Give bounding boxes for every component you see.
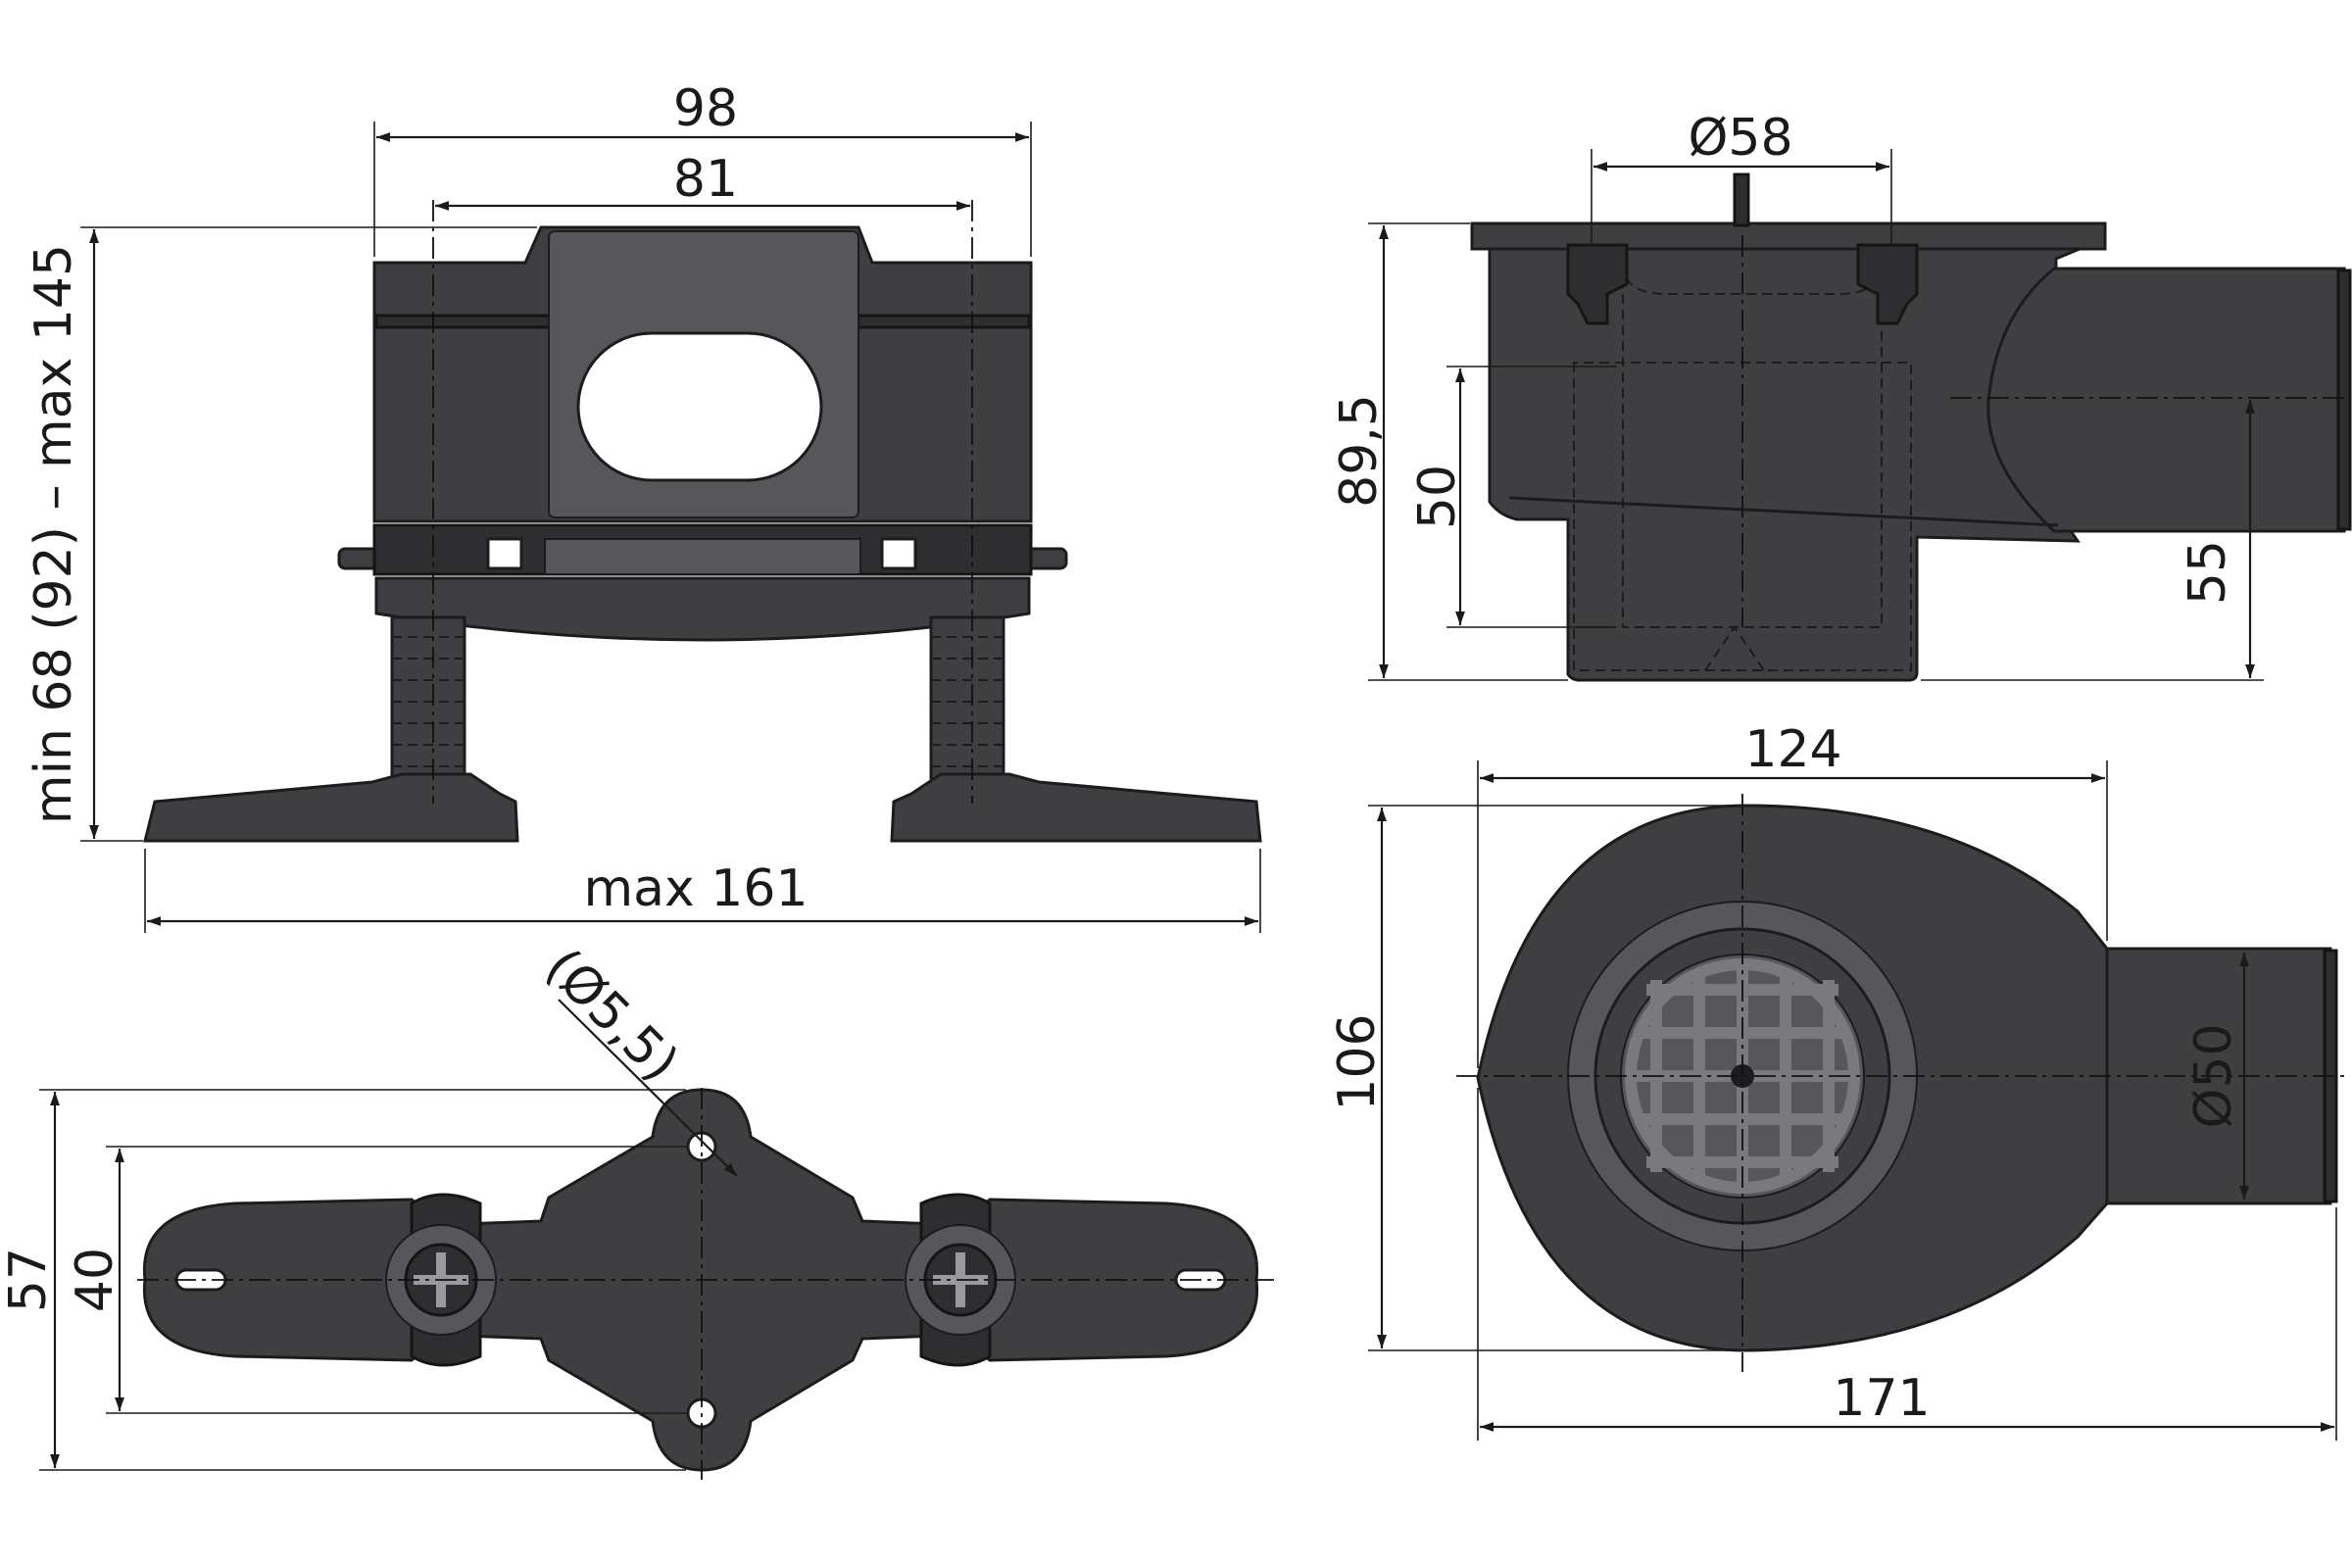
- support-front-view: 98 81 min 68 (92) – max 145 max 161: [24, 79, 1262, 933]
- support-clamp-slot-right: [880, 537, 917, 570]
- support-top-view: (Ø5,5) 57 40: [0, 938, 1274, 1480]
- dim-label-outlet-diameter: Ø50: [2184, 1023, 2243, 1128]
- support-foot-right: [890, 772, 1262, 843]
- dim-label-body-depth: 106: [1328, 1013, 1387, 1110]
- trap-grate-pin: [1733, 172, 1750, 227]
- dim-leader-hole: [558, 999, 738, 1177]
- support-oval-opening: [576, 331, 823, 482]
- dim-label-water-seal: 50: [1408, 465, 1467, 529]
- support-leg-right: [929, 615, 1005, 786]
- trap-outlet-rim: [2336, 269, 2352, 531]
- dim-label-overall-length: 171: [1833, 1369, 1930, 1428]
- support-clamp-center: [544, 538, 861, 575]
- dim-label-total-height: 89,5: [1330, 394, 1389, 508]
- trap-slope-line: [1508, 496, 2059, 527]
- dim-label-foot-span: max 161: [583, 859, 808, 918]
- dim-label-body-width: 124: [1744, 720, 1841, 779]
- dim-label-overall-depth: 57: [0, 1248, 58, 1312]
- trap-clip-right: [1856, 243, 1919, 325]
- trap-outlet-pipe: [1986, 267, 2346, 533]
- trap-body: [1488, 247, 2081, 682]
- trap-side-view: Ø58 89,5 50 55: [1330, 109, 2352, 682]
- dim-label-outlet-height: 55: [2179, 540, 2237, 605]
- trap-clip-left: [1566, 243, 1629, 325]
- dim-label-hole-diameter: (Ø5,5): [534, 938, 690, 1094]
- dim-label-overall-width: 98: [673, 79, 738, 138]
- support-clamp-slot-left: [486, 537, 523, 570]
- dim-label-height-range: min 68 (92) – max 145: [24, 244, 83, 824]
- dim-label-grate-diameter: Ø58: [1688, 109, 1792, 168]
- trap-top-view: 124 106 Ø50 171: [1328, 720, 2346, 1441]
- support-foot-left: [143, 772, 519, 843]
- dim-label-inner-width: 81: [673, 150, 738, 209]
- support-leg-left: [390, 615, 466, 786]
- dim-label-hole-spacing: 40: [66, 1248, 124, 1312]
